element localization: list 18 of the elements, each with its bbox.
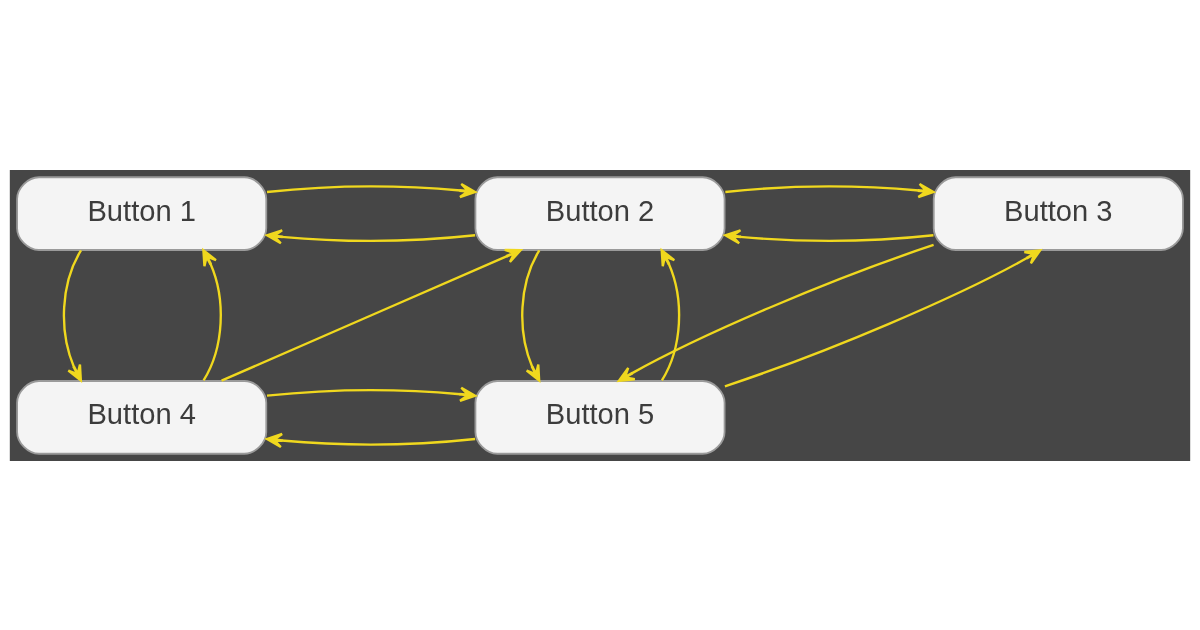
node-box: Button 3	[932, 175, 1184, 251]
arrow	[725, 182, 935, 198]
arrow	[617, 243, 934, 382]
arrow	[265, 432, 476, 448]
node-box: Button 1	[16, 175, 268, 251]
arrow	[266, 386, 477, 402]
arrow	[62, 249, 83, 382]
arrow	[660, 248, 681, 381]
node-box: Button 2	[474, 175, 726, 251]
arrow	[266, 182, 477, 198]
arrow	[265, 228, 476, 244]
node-box: Button 4	[16, 379, 268, 455]
arrow	[724, 228, 934, 244]
arrow	[221, 248, 522, 382]
arrow	[521, 249, 541, 382]
arrow	[202, 248, 222, 381]
node-box: Button 5	[474, 379, 726, 455]
arrow	[724, 248, 1042, 387]
